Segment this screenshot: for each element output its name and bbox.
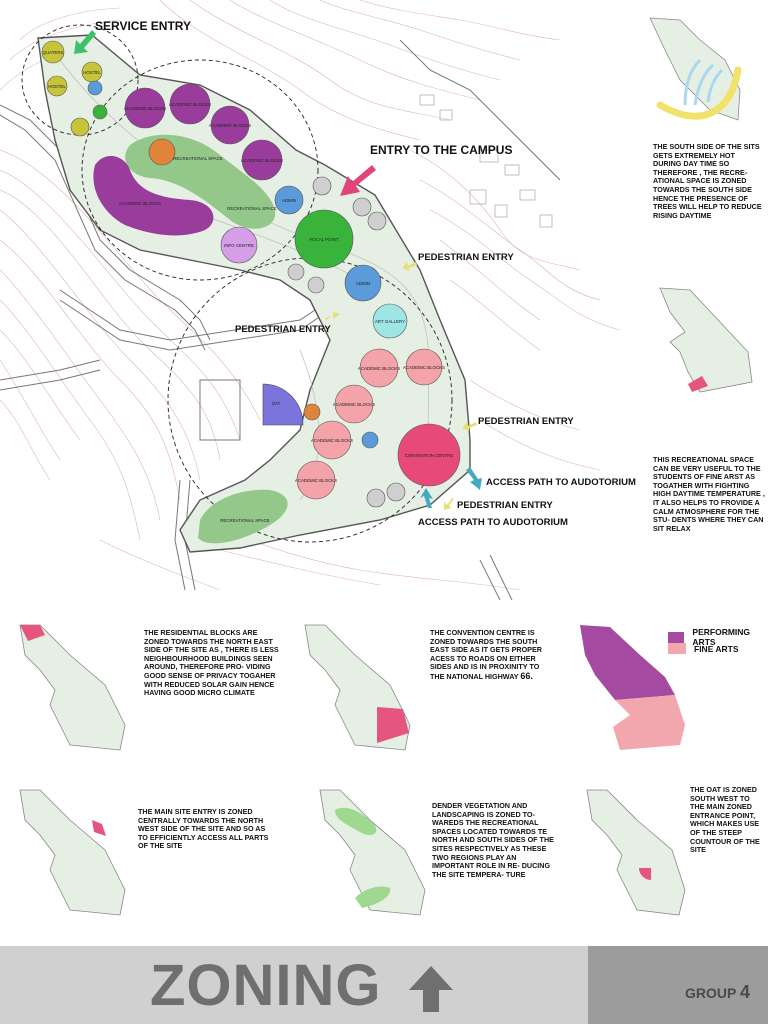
- label-admin-1: ADMIN: [282, 198, 296, 203]
- pedestrian-entry-label-1: PEDESTRIAN ENTRY: [418, 252, 514, 263]
- note-main-entry: THE MAIN SITE ENTRY IS ZONED CENTRALLY T…: [138, 807, 269, 851]
- mini-map-oat: [586, 789, 686, 916]
- pedestrian-entry-arrow-3: [462, 422, 477, 431]
- note-convention-text: THE CONVENTION CENTRE IS ZONED TOWARDS T…: [430, 628, 542, 681]
- mini-map-vegetation: [319, 789, 426, 916]
- pedestrian-entry-label-4: PEDESTRIAN ENTRY: [457, 500, 553, 511]
- footer-title-bar: ZONING: [0, 946, 588, 1024]
- label-fa-academic-3: ACADEMIC BLOCKS: [333, 402, 375, 407]
- note-convention: THE CONVENTION CENTRE IS ZONED TOWARDS T…: [430, 628, 550, 682]
- mini-map-convention: [304, 624, 411, 751]
- note-south-side: THE SOUTH SIDE OF THE SITS GETS EXTREMEL…: [653, 142, 762, 220]
- label-art-gallery: ART GALLERY: [375, 319, 405, 324]
- label-hostel-2: HOSTEL: [48, 84, 66, 89]
- note-vegetation: DENDER VEGETATION AND LANDSCAPING IS ZON…: [432, 801, 554, 879]
- note-recreational-fine-arts: THIS RECREATIONAL SPACE CAN BE VERY USEF…: [653, 455, 765, 533]
- sun-path-diagram: [649, 17, 742, 121]
- campus-entry-arrow: [340, 165, 376, 196]
- audotorium-arrow-1: [466, 467, 482, 490]
- legend-label-fine-arts: FINE ARTS: [694, 643, 739, 654]
- pedestrian-entry-label-3: PEDESTRIAN ENTRY: [478, 416, 574, 427]
- zone-circles: [41, 40, 461, 508]
- label-recreational-1: RECREATIONAL SPACE: [173, 156, 223, 161]
- label-fa-academic-1: ACADEMIC BLOCKS: [358, 366, 400, 371]
- entry-arrows: [74, 30, 482, 510]
- label-convention-centre: CONVENTION CENTRE: [405, 453, 454, 458]
- pedestrian-entry-label-2: PEDESTRIAN ENTRY: [235, 324, 331, 335]
- mini-map-main-entry: [19, 789, 126, 916]
- group-number: 4: [739, 982, 750, 1002]
- legend-performing-arts: PERFORMING ARTS: [668, 627, 768, 647]
- label-fa-academic-4: ACADEMIC BLOCKS: [311, 438, 353, 443]
- academic-kidney-block: [93, 155, 214, 236]
- label-quaters: QUATERS: [43, 50, 64, 55]
- mini-map-arts-zoning: [580, 625, 685, 750]
- label-oat: OAT: [272, 401, 281, 406]
- label-info-centre: INFO CENTRE: [224, 243, 254, 248]
- mini-map-residential: [19, 624, 126, 751]
- footer: ZONING GROUP 4: [0, 946, 768, 1024]
- north-arrow-icon: [407, 964, 455, 1012]
- contour-lines: [0, 0, 621, 591]
- audotorium-arrow-2: [420, 488, 433, 508]
- label-academic-4: ACADEMIC BLOCKS: [241, 158, 283, 163]
- audotorium-path-label-1: ACCESS PATH TO AUDOTORIUM: [486, 477, 636, 488]
- label-hostel-1: HOSTEL: [83, 70, 101, 75]
- label-academic-5: ACADEMIC BLOCKS: [119, 201, 161, 206]
- oat-block: [262, 383, 304, 426]
- label-recreational-3: RECREATIONAL SPACE: [220, 518, 270, 523]
- label-academic-1: ACADEMIC BLOCKS: [124, 106, 166, 111]
- label-fa-academic-5: ACADEMIC BLOCKS: [295, 478, 337, 483]
- recreational-space-south: [198, 489, 288, 544]
- legend-fine-arts: FINE ARTS: [668, 643, 739, 654]
- footer-group-box: GROUP 4: [588, 946, 768, 1024]
- group-label-text: GROUP: [685, 985, 737, 1001]
- note-convention-number: 66.: [520, 670, 533, 681]
- mini-map-recreational: [659, 287, 753, 393]
- label-fa-academic-2: ACADEMIC BLOCKS: [403, 365, 445, 370]
- service-entry-label: SERVICE ENTRY: [95, 19, 192, 33]
- roads: [0, 39, 561, 600]
- pedestrian-entry-arrow-2: [325, 312, 340, 320]
- pedestrian-entry-arrow-4: [444, 498, 454, 510]
- label-academic-2: ACADEMIC BLOCKS: [169, 102, 211, 107]
- neighbour-buildings: [419, 94, 553, 228]
- label-academic-3: ACADEMIC BLOCKS: [209, 123, 251, 128]
- legend-swatch-performing-arts: [668, 631, 685, 643]
- site-plan: QUATERS HOSTEL HOSTEL ACADEMIC BLOCKS AC…: [0, 0, 621, 600]
- pedestrian-entry-arrow-1: [402, 262, 417, 271]
- label-recreational-2: RECREATIONAL SPACE: [227, 206, 277, 211]
- service-entry-arrow: [74, 30, 96, 54]
- page-title: ZONING: [150, 953, 382, 1018]
- note-residential: THE RESIDENTIAL BLOCKS ARE ZONED TOWARDS…: [144, 628, 279, 698]
- label-admin-2: ADMIN: [356, 281, 370, 286]
- audotorium-path-label-2: ACCESS PATH TO AUDOTORIUM: [418, 517, 568, 528]
- legend-label-performing-arts: PERFORMING ARTS: [692, 627, 751, 647]
- legend-swatch-fine-arts: [668, 643, 686, 654]
- group-label: GROUP 4: [685, 982, 750, 1003]
- campus-entry-label: ENTRY TO THE CAMPUS: [370, 143, 513, 157]
- note-oat: THE OAT IS ZONED SOUTH WEST TO THE MAIN …: [690, 785, 760, 855]
- label-focal-point: FOCAL POINT: [309, 237, 338, 242]
